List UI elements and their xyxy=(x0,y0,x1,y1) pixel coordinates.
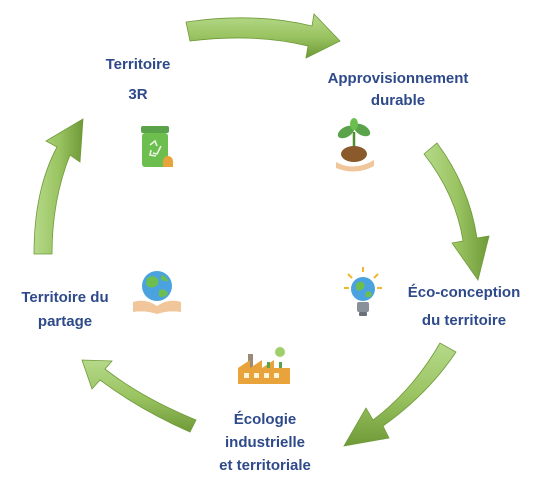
node-line: Approvisionnement xyxy=(327,70,469,87)
arrow-ecologie-to-partage xyxy=(81,359,197,433)
node-line: et territoriale xyxy=(219,457,311,474)
factory-icon xyxy=(238,347,290,384)
node-line: partage xyxy=(37,313,93,330)
recycling-bin-icon xyxy=(141,126,173,167)
node-territoire-partage-label: Territoire du partage xyxy=(4,286,126,334)
node-line: Écologie xyxy=(233,411,297,428)
arrow-partage-to-3r xyxy=(33,118,84,255)
arrow-approvisionnement-to-eco-conception xyxy=(423,142,490,281)
node-line: durable xyxy=(370,92,426,109)
node-territoire-3r-label: Territoire 3R xyxy=(92,54,184,106)
globe-lightbulb-icon xyxy=(344,267,382,316)
arrow-eco-conception-to-ecologie xyxy=(343,342,457,447)
node-eco-conception-label: Éco-conception du territoire xyxy=(396,282,532,332)
node-ecologie-industrielle-label: Écologie industrielle et territoriale xyxy=(198,408,332,477)
node-line: Territoire du xyxy=(21,289,109,306)
node-line: Éco-conception xyxy=(407,284,521,301)
seedling-in-hand-icon xyxy=(336,118,374,172)
node-line: 3R xyxy=(128,86,148,103)
arrow-3r-to-approvisionnement xyxy=(185,13,341,59)
globe-in-hands-icon xyxy=(133,271,181,314)
node-approvisionnement-durable-label: Approvisionnement durable xyxy=(305,68,491,112)
node-line: Territoire xyxy=(105,56,171,73)
node-line: industrielle xyxy=(224,434,306,451)
node-line: du territoire xyxy=(421,312,507,329)
